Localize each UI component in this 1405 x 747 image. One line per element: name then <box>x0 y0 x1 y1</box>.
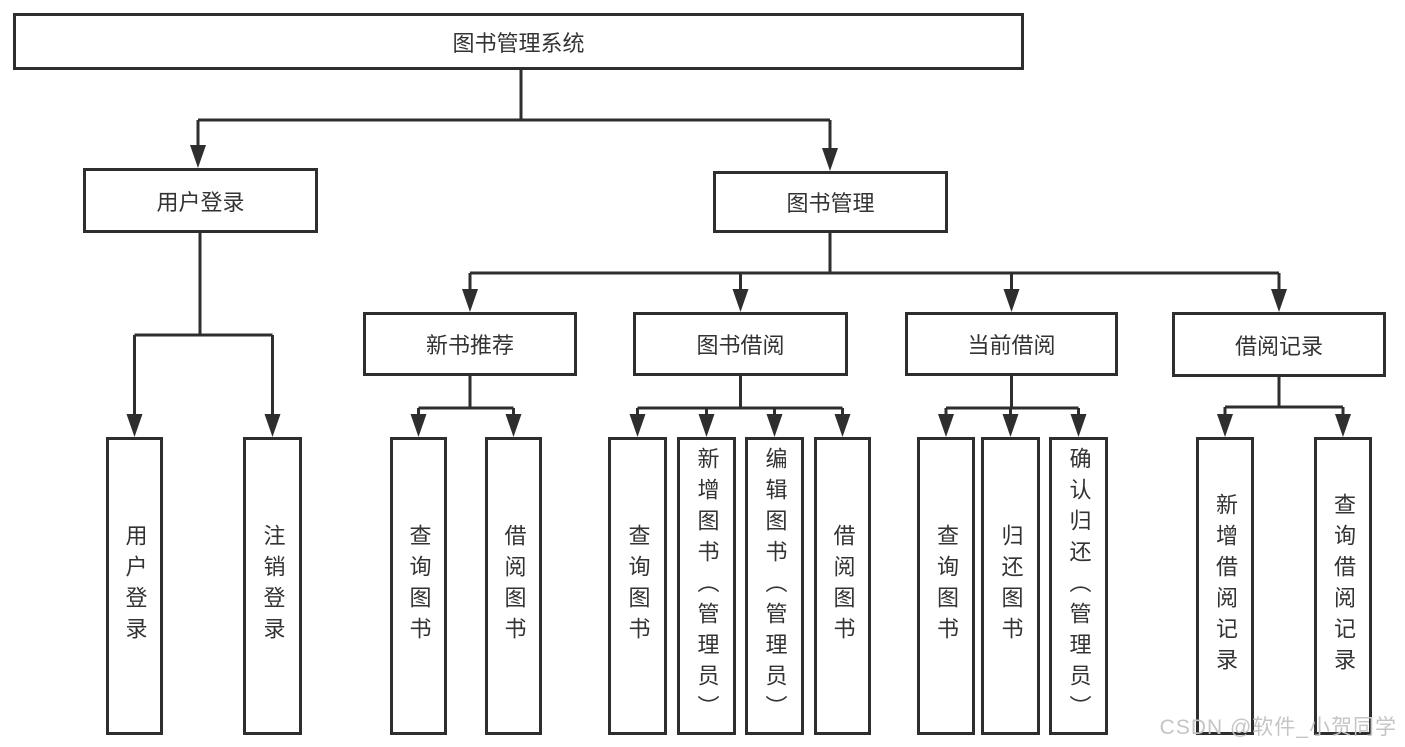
node-user-login: 用户登录 <box>83 168 318 233</box>
leaf-edit-books-admin: 编辑图书（管理员） <box>745 437 804 735</box>
leaf-confirm-return-admin: 确认归还（管理员） <box>1049 437 1108 735</box>
node-new-book-recommendation: 新书推荐 <box>363 312 577 376</box>
node-borrowing-records: 借阅记录 <box>1172 312 1386 377</box>
leaf-borrow-books: 借阅图书 <box>814 437 871 735</box>
leaf-logout: 注销登录 <box>243 437 302 735</box>
node-book-management: 图书管理 <box>713 171 948 233</box>
leaf-add-borrow-record: 新增借阅记录 <box>1196 437 1254 735</box>
leaf-query-books-current: 查询图书 <box>917 437 975 735</box>
leaf-add-books-admin: 新增图书（管理员） <box>677 437 736 735</box>
leaf-query-borrow-record: 查询借阅记录 <box>1314 437 1372 735</box>
leaf-query-books-recommend: 查询图书 <box>390 437 447 735</box>
node-book-borrowing: 图书借阅 <box>633 312 848 376</box>
leaf-borrow-books-recommend: 借阅图书 <box>485 437 542 735</box>
node-library-management-system: 图书管理系统 <box>13 13 1024 70</box>
node-current-borrowing: 当前借阅 <box>905 312 1118 376</box>
csdn-watermark: CSDN @软件_小贺同学 <box>1159 716 1397 739</box>
leaf-return-books: 归还图书 <box>981 437 1040 735</box>
leaf-query-books-borrow: 查询图书 <box>608 437 667 735</box>
leaf-user-login: 用户登录 <box>106 437 163 735</box>
